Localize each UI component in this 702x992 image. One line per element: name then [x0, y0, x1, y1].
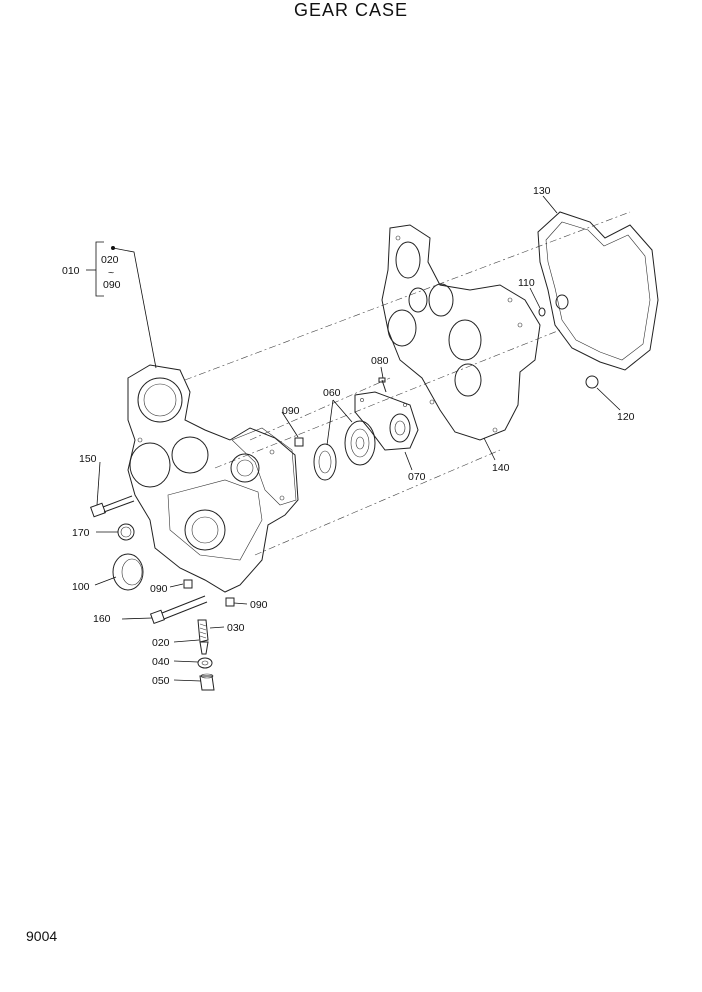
callout-070: 070: [408, 471, 426, 483]
gear-case-plate-part: [381, 224, 541, 441]
page-title: GEAR CASE: [293, 0, 409, 20]
callout-100: 100: [72, 581, 90, 593]
callout-170: 170: [72, 527, 90, 539]
bolt-160-part: [149, 595, 208, 625]
group-item-020: 020: [101, 254, 119, 266]
gasket-part: [537, 211, 659, 371]
callout-040: 040: [152, 656, 170, 668]
group-label-010: 010: [62, 265, 80, 277]
callout-090-left: 090: [150, 583, 168, 595]
bolt-150-part: [90, 495, 135, 518]
callout-130: 130: [533, 185, 551, 197]
plug-090-parts: [183, 437, 304, 607]
gear-case-housing: [127, 364, 299, 593]
pin-110-part: [538, 307, 546, 317]
callout-060: 060: [323, 387, 341, 399]
callout-050: 050: [152, 675, 170, 687]
callout-140: 140: [492, 462, 510, 474]
callout-030: 030: [227, 622, 245, 634]
callout-110: 110: [518, 277, 535, 289]
cap-part: [117, 523, 135, 541]
relief-valve-parts: [197, 619, 215, 691]
o-ring-120-part: [585, 375, 599, 389]
screw-080-part: [378, 377, 387, 393]
oil-seal-part: [112, 553, 144, 591]
callout-120: 120: [617, 411, 635, 423]
callout-150: 150: [79, 453, 97, 465]
callout-080: 080: [371, 355, 389, 367]
oil-pump-rotor-parts: [313, 420, 376, 481]
callout-090-lower: 090: [250, 599, 268, 611]
page-code: 9004: [26, 928, 58, 944]
callout-090-top: 090: [282, 405, 300, 417]
callout-160: 160: [93, 613, 111, 625]
group-item-090: 090: [103, 279, 121, 291]
callout-labels: 010 020 ~ 090 150 170 100 160 090 090 09…: [62, 185, 635, 687]
alignment-lines: [184, 211, 631, 556]
group-separator: ~: [108, 267, 114, 279]
pump-cover-part: [354, 391, 419, 451]
callout-020: 020: [152, 637, 170, 649]
leader-lines: [86, 195, 621, 682]
